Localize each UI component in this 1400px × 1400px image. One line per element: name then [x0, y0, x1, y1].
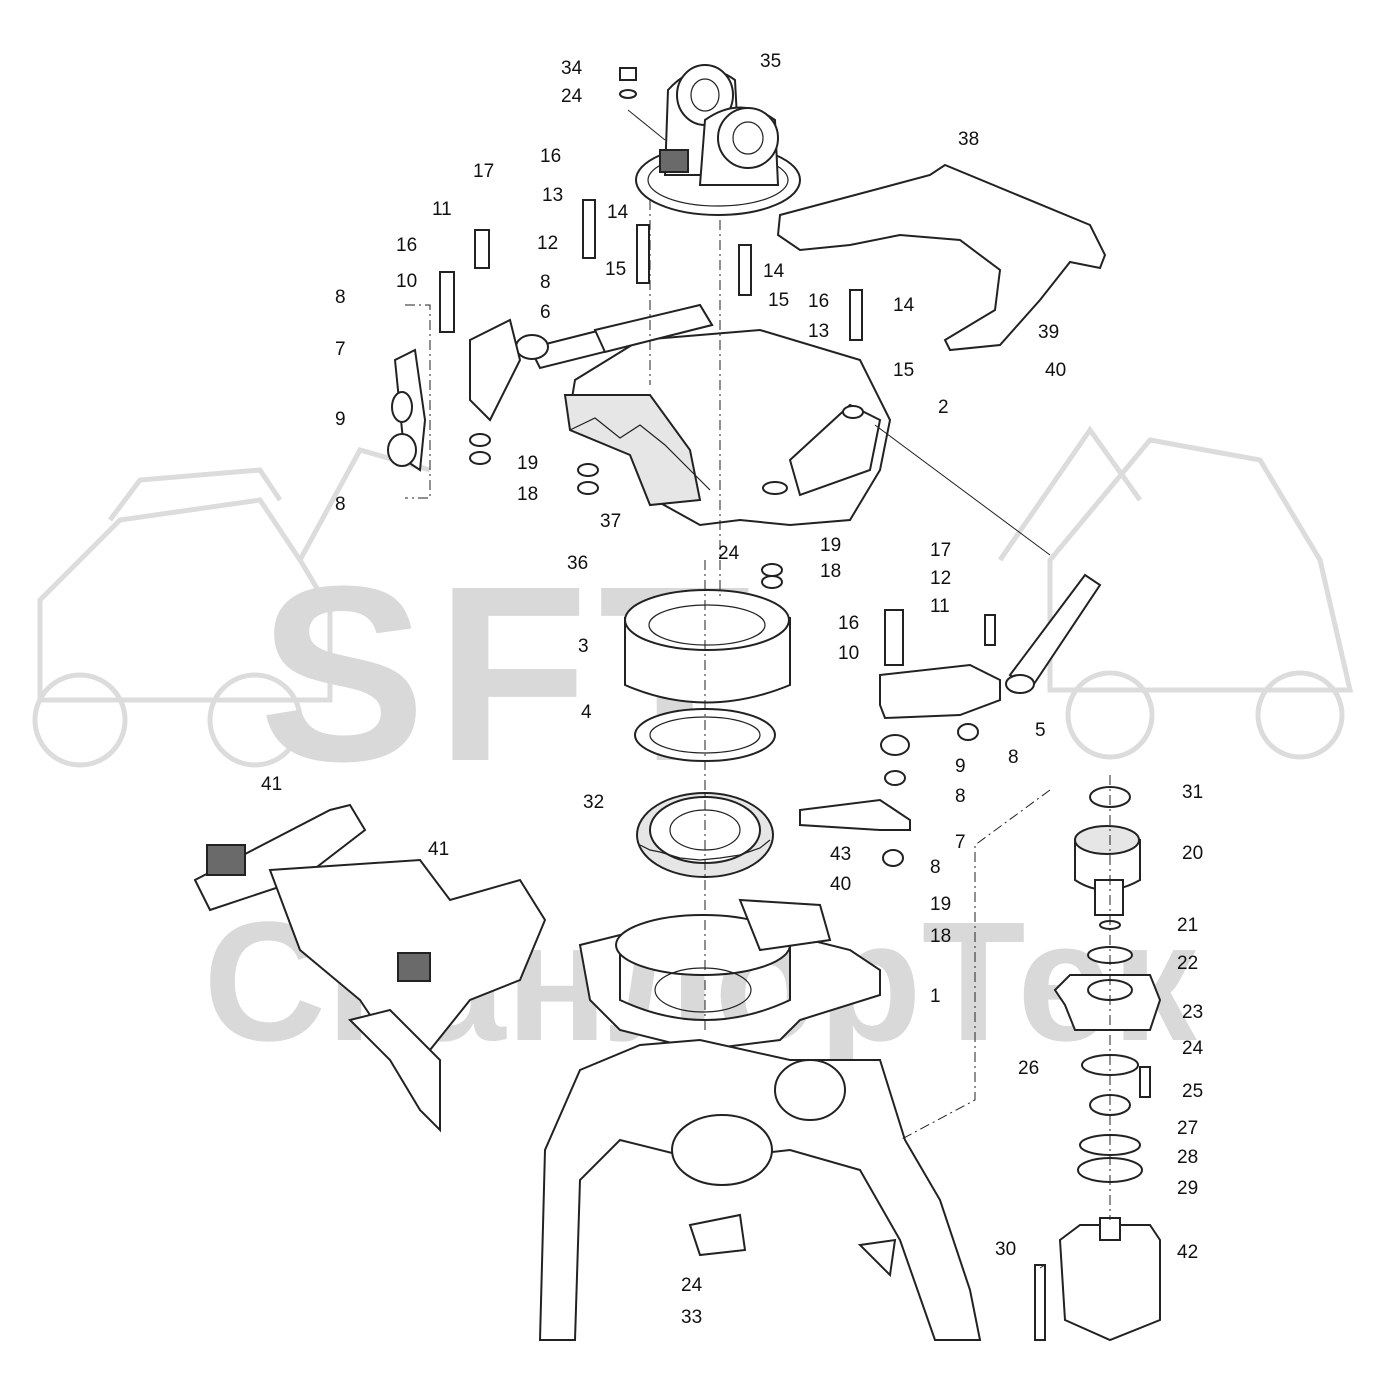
callout-38: 38: [958, 129, 979, 150]
callout-3: 3: [578, 636, 589, 657]
callout-7-left: 7: [335, 339, 346, 360]
callout-22: 22: [1177, 953, 1198, 974]
bracket-plate-part: [776, 163, 1107, 352]
watermark-excavator-icon: [997, 425, 1354, 760]
callout-31: 31: [1182, 782, 1203, 803]
hydraulic-cylinder-part: [515, 303, 714, 370]
callout-14-c: 14: [893, 295, 915, 316]
callout-26: 26: [1018, 1058, 1039, 1079]
upper-frame-part: [563, 328, 892, 527]
callout-9-right: 9: [955, 756, 966, 777]
callout-8-a: 8: [335, 287, 346, 308]
callout-8-e: 8: [955, 786, 966, 807]
callout-14-a: 14: [607, 202, 629, 223]
callout-25: 25: [1182, 1081, 1203, 1102]
callout-20: 20: [1182, 843, 1203, 864]
motor-stack-part: [1034, 786, 1162, 1342]
callout-36: 36: [567, 553, 588, 574]
callout-11-left: 11: [432, 199, 452, 220]
callout-23: 23: [1182, 1002, 1203, 1023]
callout-10-left: 10: [396, 271, 417, 292]
callout-10-right: 10: [838, 643, 859, 664]
callout-1: 1: [930, 986, 941, 1007]
bearing-housing-part: [624, 589, 791, 704]
callout-11-right: 11: [930, 596, 950, 617]
callout-15-b: 15: [768, 290, 789, 311]
callout-7-right: 7: [955, 832, 966, 853]
callout-2: 2: [938, 397, 949, 418]
parts: [193, 64, 1162, 1342]
callout-40-b: 40: [830, 874, 851, 895]
callout-13-right: 13: [808, 321, 829, 342]
callout-41-right: 41: [428, 839, 449, 860]
callouts: 1 2 3 4 5 6 7 7 8 8 8 8 8 8 9 9 10 10 11…: [261, 51, 1204, 1328]
callout-24-b: 24: [718, 543, 740, 564]
callout-8-f: 8: [930, 857, 941, 878]
callout-37: 37: [600, 511, 621, 532]
callout-16-c: 16: [808, 291, 829, 312]
callout-32: 32: [583, 792, 604, 813]
callout-17-left: 17: [473, 161, 494, 182]
callout-19-mid: 19: [820, 535, 841, 556]
machine-detail-view: [193, 803, 547, 1133]
callout-42: 42: [1177, 1242, 1198, 1263]
callout-35: 35: [760, 51, 781, 72]
callout-17-right: 17: [930, 540, 951, 561]
callout-27: 27: [1177, 1118, 1198, 1139]
callout-8-b: 8: [540, 272, 551, 293]
callout-8-c: 8: [335, 494, 346, 515]
callout-24-d: 24: [681, 1275, 703, 1296]
callout-24-a: 24: [561, 86, 583, 107]
callout-16-d: 16: [838, 613, 859, 634]
callout-12-right: 12: [930, 568, 951, 589]
callout-5: 5: [1035, 720, 1046, 741]
callout-16-b: 16: [396, 235, 417, 256]
callout-28: 28: [1177, 1147, 1198, 1168]
rotator-head-part: [635, 64, 801, 216]
callout-40-a: 40: [1045, 360, 1066, 381]
callout-34: 34: [561, 58, 583, 79]
callout-43: 43: [830, 844, 851, 865]
left-link-part: [387, 199, 863, 589]
callout-4: 4: [581, 702, 592, 723]
callout-21: 21: [1177, 915, 1198, 936]
callout-41-left: 41: [261, 774, 282, 795]
callout-15-a: 15: [605, 259, 626, 280]
callout-29: 29: [1177, 1178, 1198, 1199]
base-mount-part: [578, 898, 881, 1052]
callout-33: 33: [681, 1307, 702, 1328]
callout-24-c: 24: [1182, 1038, 1204, 1059]
callout-30: 30: [995, 1239, 1016, 1260]
callout-9-left: 9: [335, 409, 346, 430]
callout-15-c: 15: [893, 360, 914, 381]
callout-39: 39: [1038, 322, 1059, 343]
callout-12-left: 12: [537, 233, 558, 254]
callout-8-d: 8: [1008, 747, 1019, 768]
nut-part: [619, 67, 637, 99]
callout-18-left: 18: [517, 484, 538, 505]
callout-13-left: 13: [542, 185, 563, 206]
leader-lines: [405, 109, 1111, 1269]
callout-19-left: 19: [517, 453, 538, 474]
callout-19-right: 19: [930, 894, 951, 915]
lower-frame-part: [538, 1038, 982, 1341]
callout-6: 6: [540, 302, 551, 323]
callout-18-right: 18: [930, 926, 951, 947]
callout-14-b: 14: [763, 261, 785, 282]
callout-16-a: 16: [540, 146, 561, 167]
link-arm-part: [799, 573, 1102, 867]
callout-18-mid: 18: [820, 561, 841, 582]
